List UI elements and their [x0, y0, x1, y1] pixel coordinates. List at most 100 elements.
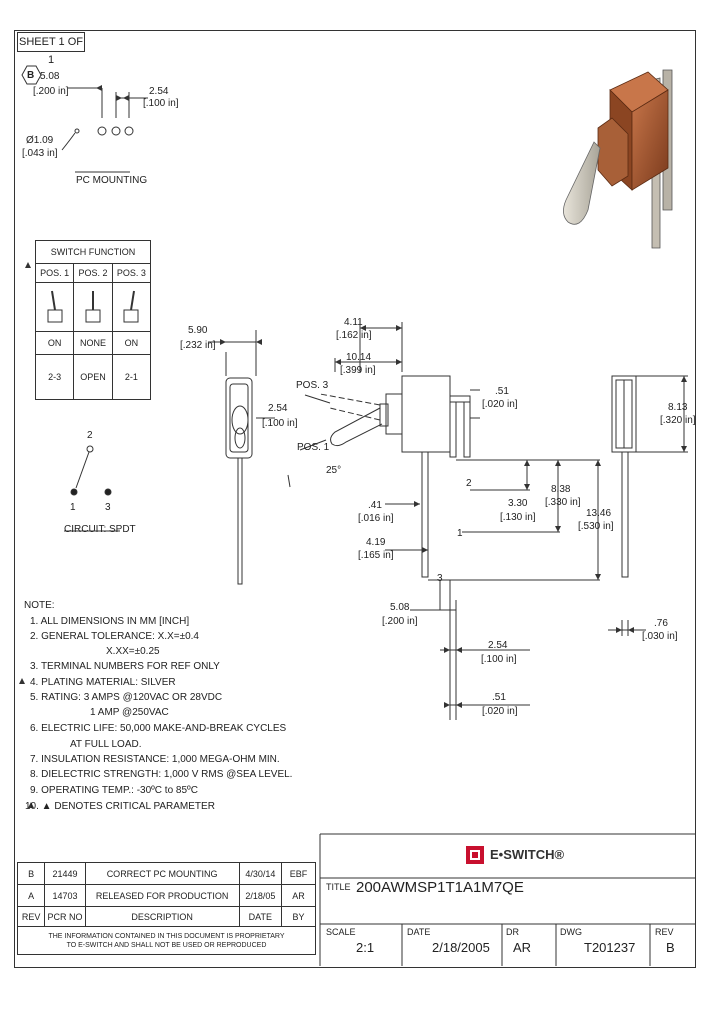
dim-330-mm: 3.30 — [508, 498, 528, 509]
proprietary-notice: THE INFORMATION CONTAINED IN THIS DOCUME… — [17, 926, 316, 955]
note-line: X.XX=±0.25 — [106, 646, 160, 657]
date-value: 2/18/2005 — [432, 940, 490, 955]
pc-hole-1 — [97, 126, 107, 136]
date-cell: 4/30/14 — [238, 862, 283, 885]
dim-590-mm: 5.90 — [188, 325, 208, 336]
pos1-label: POS. 1 — [297, 442, 330, 453]
pc-hole-3 — [124, 126, 134, 136]
pos3-terminals: 2-1 — [111, 354, 152, 400]
dim-041-in: [.016 in] — [358, 513, 394, 524]
date-cell: 2/18/05 — [238, 884, 283, 907]
notes-title: NOTE: — [24, 600, 55, 611]
side-view-body — [401, 375, 451, 453]
pcr-header: PCR NO — [44, 906, 86, 927]
terminal-2-label: 2 — [466, 478, 472, 489]
date-label: DATE — [407, 927, 431, 937]
scale-label: SCALE — [326, 927, 356, 937]
circuit-pin-3 — [104, 488, 112, 496]
rev-value: B — [666, 940, 675, 955]
note-line: 4. PLATING MATERIAL: SILVER — [30, 677, 176, 688]
pc-mounting-label: PC MOUNTING — [76, 175, 148, 186]
pos2-state: NONE — [73, 331, 113, 355]
dwg-label: DWG — [560, 927, 582, 937]
dim-590-in: [.232 in] — [180, 340, 216, 351]
pos3-state: ON — [111, 331, 152, 355]
rev-cell: B — [16, 862, 46, 885]
pos1-terminals: 2-3 — [34, 354, 75, 400]
date-header: DATE — [238, 906, 283, 927]
by-cell: EBF — [281, 862, 316, 885]
dim-1346-in: [.530 in] — [578, 521, 614, 532]
dim-508-mm: 5.08 — [390, 602, 410, 613]
note-line: AT FULL LOAD. — [70, 739, 142, 750]
dim-838-in: [.330 in] — [545, 497, 581, 508]
dim-1014-in: [.399 in] — [340, 365, 376, 376]
pc-spacing-in: [.100 in] — [143, 98, 179, 109]
dim-041-mm: .41 — [368, 500, 382, 511]
description-cell: CORRECT PC MOUNTING — [84, 862, 240, 885]
note-line: 1 AMP @250VAC — [90, 707, 169, 718]
pos1-toggle-icon — [34, 282, 75, 332]
pcr-cell: 21449 — [44, 862, 86, 885]
note-line: 6. ELECTRIC LIFE: 50,000 MAKE-AND-BREAK … — [30, 723, 287, 734]
dim-254-mm: 2.54 — [268, 403, 288, 414]
dim-813-mm: 8.13 — [668, 402, 688, 413]
dim-051b-in: [.020 in] — [482, 706, 518, 717]
note-line: 10. ▲ DENOTES CRITICAL PARAMETER — [25, 801, 215, 812]
pc-hole-in: [.043 in] — [22, 148, 58, 159]
description-cell: RELEASED FOR PRODUCTION — [84, 884, 240, 907]
side-view-lever — [330, 407, 383, 447]
terminal-3-label: 3 — [437, 573, 443, 584]
note-line: 5. RATING: 3 AMPS @120VAC OR 28VDC — [30, 692, 223, 703]
by-header: BY — [281, 906, 316, 927]
rev-cell: A — [16, 884, 46, 907]
terminal-1-label: 1 — [457, 528, 463, 539]
switch-function-table: SWITCH FUNCTION POS. 1 POS. 2 POS. 3 ON … — [34, 240, 152, 400]
angle-label: 25° — [326, 465, 342, 476]
sheet-number: SHEET 1 OF 1 — [17, 32, 85, 66]
dim-1014-mm: 10.14 — [346, 352, 372, 363]
pc-pitch-in: [.200 in] — [33, 86, 69, 97]
note-line: 1. ALL DIMENSIONS IN MM [INCH] — [30, 616, 190, 627]
pc-hole-mm: Ø1.09 — [26, 135, 54, 146]
dim-254-in: [.100 in] — [262, 418, 298, 429]
brand-logo-text: E•SWITCH® — [490, 847, 565, 862]
by-cell: AR — [281, 884, 316, 907]
pos2-terminals: OPEN — [73, 354, 113, 400]
dim-419-mm: 4.19 — [366, 537, 386, 548]
dim-508-in: [.200 in] — [382, 616, 418, 627]
dim-254b-in: [.100 in] — [481, 654, 517, 665]
dim-051a-in: [.020 in] — [482, 399, 518, 410]
pos2-toggle-icon — [73, 282, 113, 332]
pos3-header: POS. 3 — [111, 263, 152, 283]
dim-838-mm: 8.38 — [551, 484, 571, 495]
pos3-toggle-icon — [111, 282, 152, 332]
rev-header: REV — [16, 906, 46, 927]
pc-pitch-mm: 5.08 — [40, 71, 60, 82]
rev-marker: B — [27, 70, 35, 81]
pos3-label: POS. 3 — [296, 380, 329, 391]
rev-label: REV — [655, 927, 674, 937]
circuit-pin-1 — [70, 488, 78, 496]
revision-table: B 21449 CORRECT PC MOUNTING 4/30/14 EBF … — [16, 862, 316, 955]
circuit-pin-1-label: 1 — [70, 502, 76, 513]
dim-1346-mm: 13.46 — [586, 508, 612, 519]
pos1-state: ON — [34, 331, 75, 355]
dim-411-in: [.162 in] — [336, 330, 372, 341]
dr-value: AR — [513, 940, 532, 955]
pc-hole-2 — [111, 126, 121, 136]
note-line: 7. INSULATION RESISTANCE: 1,000 MEGA-OHM… — [30, 754, 280, 765]
note-line: 9. OPERATING TEMP.: -30ºC to 85ºC — [30, 785, 198, 796]
proprietary-line-2: TO E-SWITCH AND SHALL NOT BE USED OR REP… — [66, 941, 267, 949]
dim-411-mm: 4.11 — [344, 317, 363, 328]
dim-330-in: [.130 in] — [500, 512, 536, 523]
note-line: 3. TERMINAL NUMBERS FOR REF ONLY — [30, 661, 220, 672]
scale-value: 2:1 — [356, 940, 375, 955]
dim-419-in: [.165 in] — [358, 550, 394, 561]
rev-hexagon — [21, 65, 42, 85]
dwg-value: T201237 — [584, 940, 636, 955]
description-header: DESCRIPTION — [84, 906, 240, 927]
pos2-header: POS. 2 — [73, 263, 113, 283]
dim-051b-mm: .51 — [492, 692, 506, 703]
